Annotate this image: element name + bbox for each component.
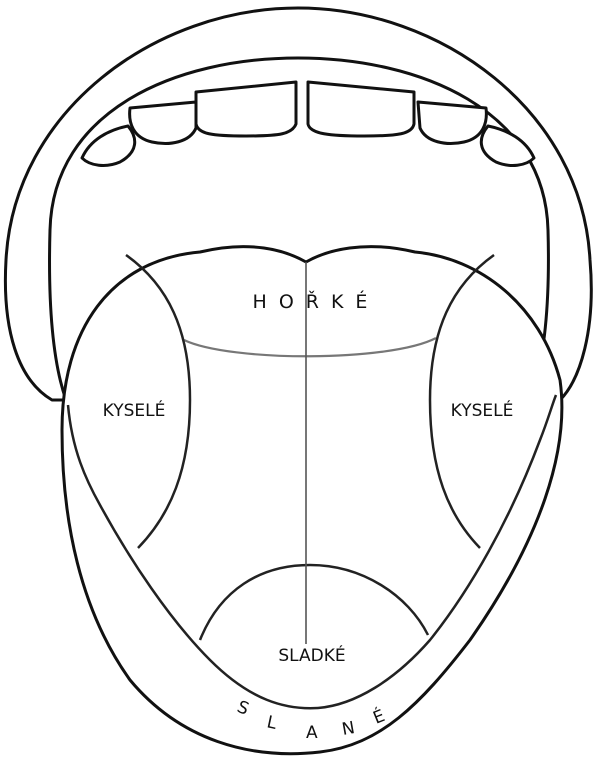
label-sour-right: KYSELÉ (451, 399, 514, 421)
label-bitter: HOŘKÉ (253, 290, 380, 313)
label-sour-left: KYSELÉ (103, 399, 166, 421)
salty-letter: A (306, 723, 318, 743)
tooth (308, 82, 414, 136)
tooth (196, 82, 296, 136)
tongue-outline (62, 247, 562, 754)
tooth (130, 102, 196, 143)
label-sweet: SLADKÉ (278, 644, 345, 666)
tooth (418, 102, 486, 143)
